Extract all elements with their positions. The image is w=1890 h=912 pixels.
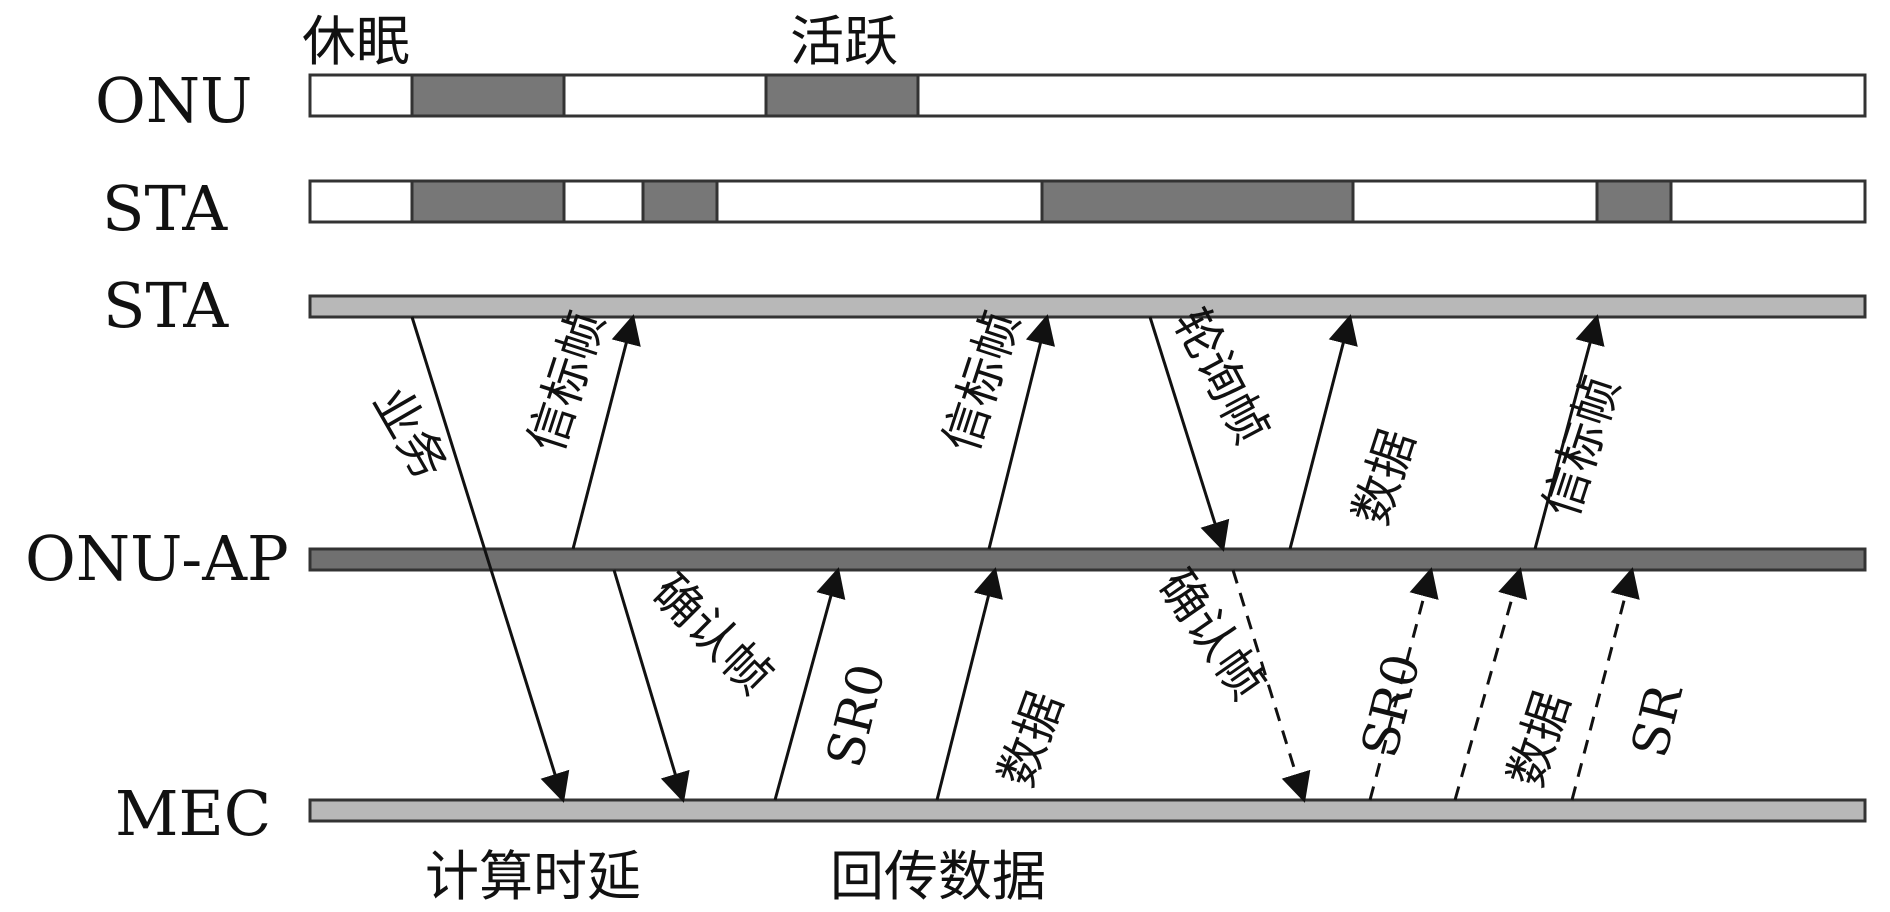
lane-label-sta: STA: [103, 269, 229, 342]
label-data-3: 数据: [1498, 685, 1581, 794]
sta-sleep-block: [410, 179, 566, 224]
lane-label-onu-ap: ONU-AP: [25, 522, 289, 595]
arrow-data-3: [1453, 567, 1528, 801]
label-beacon-3: 信标帧: [1533, 369, 1631, 523]
sta-sleep-block: [1595, 179, 1673, 224]
label-sr0-1: SR0: [815, 658, 896, 773]
sta-state-bar: [308, 179, 1867, 224]
label-sr: SR: [1620, 678, 1694, 763]
arrow-beacon-1: [571, 314, 641, 550]
label-sr0-2: SR0: [1350, 648, 1431, 763]
sta-timeline: [308, 294, 1867, 319]
arrow-poll: [1148, 316, 1230, 552]
arrow-sr: [1570, 567, 1640, 801]
sta-sleep-block: [641, 179, 719, 224]
arrow-ack-2: [1231, 569, 1311, 803]
label-poll: 轮询帧: [1162, 299, 1279, 452]
compute-delay-label: 计算时延: [425, 845, 641, 908]
label-service: 业务: [362, 378, 459, 489]
arrow-data-2: [1288, 314, 1358, 550]
onu-sleep-block: [410, 73, 566, 118]
onu-state-bar: [308, 73, 1867, 118]
onu-sleep-block: [764, 73, 920, 118]
legend-active-label: 活跃: [790, 10, 898, 73]
mec-timeline: [308, 798, 1867, 823]
arrow-beacon-3: [1533, 314, 1605, 550]
sta-sleep-block: [1040, 179, 1355, 224]
return-data-label: 回传数据: [830, 845, 1046, 908]
arrow-service: [410, 316, 570, 803]
lane-label-onu: ONU: [95, 64, 252, 137]
arrow-data-1: [935, 567, 1003, 801]
legend-sleep-label: 休眠: [302, 10, 410, 73]
arrow-sr0-1: [773, 567, 846, 801]
arrow-beacon-2: [987, 314, 1056, 550]
lane-label-sta-state: STA: [102, 172, 228, 245]
arrow-sr0-2: [1368, 567, 1439, 801]
arrow-ack-1: [612, 569, 690, 803]
lane-label-mec: MEC: [115, 777, 271, 850]
label-ack-1: 确认帧: [642, 564, 783, 705]
label-ack-2: 确认帧: [1147, 560, 1275, 710]
onu-ap-timeline: [308, 547, 1867, 572]
label-data-1: 数据: [989, 685, 1074, 794]
label-data-2: 数据: [1343, 423, 1426, 532]
